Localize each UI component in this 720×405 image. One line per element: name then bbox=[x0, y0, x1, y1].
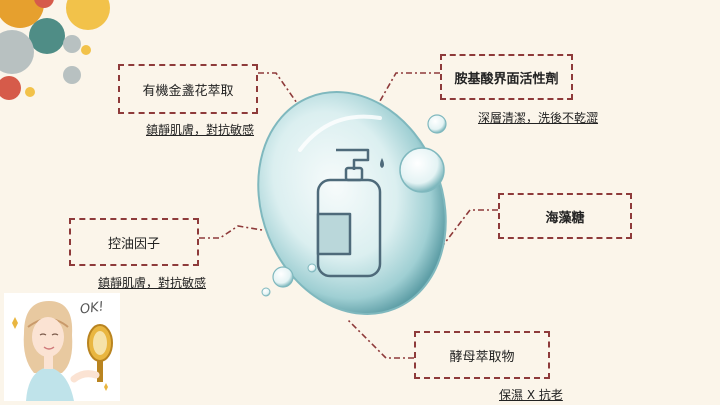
ingredient-benefit: 鎮靜肌膚，對抗敏感 bbox=[146, 123, 255, 137]
water-drop-icon bbox=[380, 158, 384, 168]
ingredient-label: 海藻糖 bbox=[545, 210, 585, 226]
ingredient-box-yeast-extract: 酵母萃取物 bbox=[414, 331, 550, 379]
ingredient-box-calendula: 有機金盞花萃取 bbox=[118, 64, 258, 114]
ingredient-benefit: 保濕 X 抗老 bbox=[499, 388, 563, 402]
ingredient-box-amino-surfactant: 胺基酸界面活性劑 bbox=[440, 54, 573, 100]
ingredient-box-trehalose: 海藻糖 bbox=[498, 193, 632, 239]
ingredient-benefit: 深層清潔，洗後不乾澀 bbox=[478, 111, 599, 125]
pump-bottle-icon bbox=[316, 148, 382, 278]
woman-with-mirror-illustration: OK! bbox=[4, 293, 120, 401]
ingredient-label: 有機金盞花萃取 bbox=[142, 83, 234, 99]
ingredient-label: 控油因子 bbox=[107, 236, 160, 252]
ingredient-label: 胺基酸界面活性劑 bbox=[454, 71, 559, 87]
ingredient-box-oil-control: 控油因子 bbox=[69, 218, 199, 266]
ingredient-label: 酵母萃取物 bbox=[449, 349, 515, 365]
ingredient-benefit: 鎮靜肌膚，對抗敏感 bbox=[98, 276, 207, 290]
